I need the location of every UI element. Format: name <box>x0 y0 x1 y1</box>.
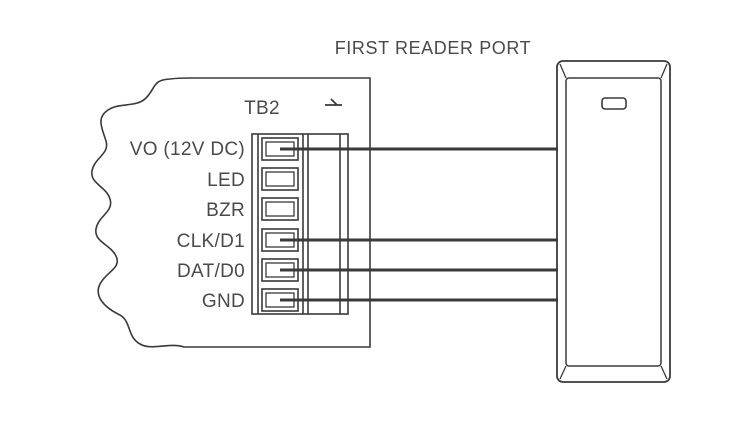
terminal-block-label: TB2 <box>244 98 280 119</box>
terminal-label-gnd: GND <box>202 291 245 312</box>
control-board-outline <box>91 77 371 348</box>
reader-port-title: FIRST READER PORT <box>335 38 532 58</box>
terminal-block <box>251 133 349 315</box>
terminal-label-clk: CLK/D1 <box>177 231 245 252</box>
terminal-label-vo: VO (12V DC) <box>130 139 245 160</box>
terminal-screw-led <box>261 167 299 191</box>
terminal-label-dat: DAT/D0 <box>177 261 245 282</box>
pin-one-marker <box>325 98 342 106</box>
terminal-screw-bzr <box>261 197 299 221</box>
terminal-label-led: LED <box>207 170 245 191</box>
card-reader <box>556 60 671 383</box>
reader-led-indicator <box>601 97 627 110</box>
terminal-label-bzr: BZR <box>206 200 245 221</box>
